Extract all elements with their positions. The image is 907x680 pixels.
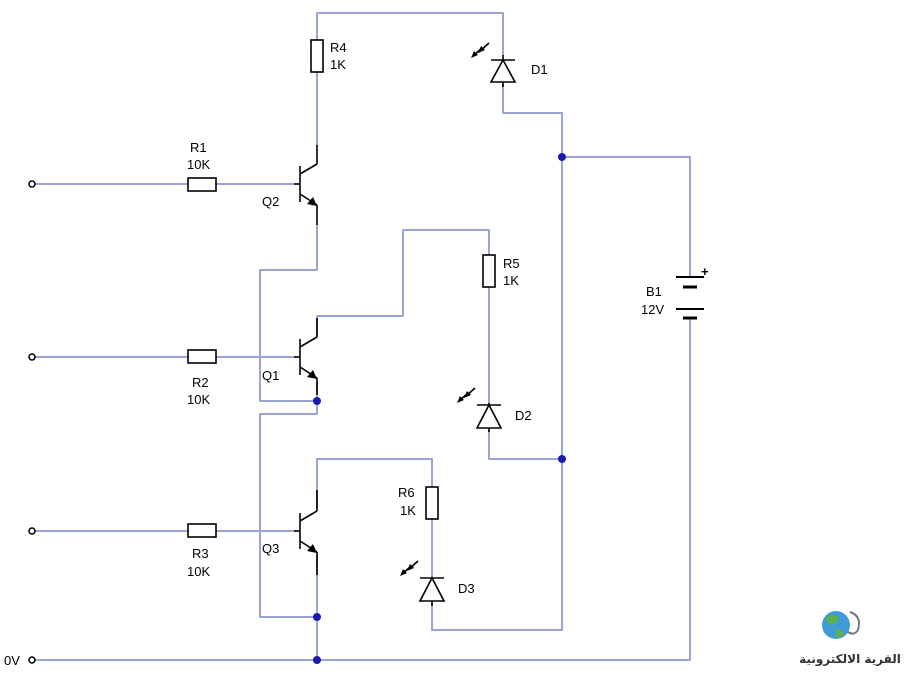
resistor-r3: R3 10K	[187, 523, 217, 579]
r3-value: 10K	[187, 564, 210, 579]
d2-ref: D2	[515, 408, 532, 423]
ground-terminal	[28, 656, 36, 664]
wire-q1-r5	[316, 229, 490, 336]
input-terminal-3	[28, 527, 36, 535]
wires	[33, 12, 691, 661]
wire-q1-down	[259, 400, 318, 618]
resistor-r1: R1 10K	[187, 140, 217, 192]
wire-q2-emitter	[259, 224, 318, 402]
terminals	[28, 180, 36, 664]
q2-ref: Q2	[262, 194, 279, 209]
junction-dot	[313, 397, 321, 405]
resistor-r2: R2 10K	[187, 349, 217, 407]
r2-value: 10K	[187, 392, 210, 407]
input-terminal-1	[28, 180, 36, 188]
transistor-q2: Q2	[262, 145, 318, 225]
wire-battery-pos	[561, 156, 691, 278]
input-terminal-2	[28, 353, 36, 361]
battery-b1: + B1 12V	[641, 264, 709, 320]
led-d3: D3	[400, 560, 475, 606]
q3-ref: Q3	[262, 541, 279, 556]
led-d2: D2	[457, 387, 532, 432]
wire-right-rail	[431, 84, 563, 631]
r1-value: 10K	[187, 157, 210, 172]
junction-dot	[558, 153, 566, 161]
r5-value: 1K	[503, 273, 519, 288]
b1-ref: B1	[646, 284, 662, 299]
r1-ref: R1	[190, 140, 207, 155]
r3-ref: R3	[192, 546, 209, 561]
battery-plus: +	[701, 264, 709, 279]
r6-value: 1K	[400, 503, 416, 518]
transistor-q1: Q1	[262, 318, 318, 395]
r6-ref: R6	[398, 485, 415, 500]
q1-ref: Q1	[262, 368, 279, 383]
resistor-r4: R4 1K	[310, 39, 347, 73]
logo-text: القرية الالكترونية	[799, 652, 901, 667]
junctions	[313, 153, 566, 664]
wire-top	[316, 12, 504, 56]
junction-dot	[558, 455, 566, 463]
transistor-q3: Q3	[262, 490, 318, 575]
ground-label: 0V	[4, 653, 20, 668]
junction-dot	[313, 656, 321, 664]
site-logo: القرية الالكترونية	[799, 611, 901, 667]
resistor-r6: R6 1K	[398, 485, 439, 520]
led-d1: D1	[471, 42, 548, 87]
r2-ref: R2	[192, 375, 209, 390]
r4-value: 1K	[330, 57, 346, 72]
b1-value: 12V	[641, 302, 664, 317]
junction-dot	[313, 613, 321, 621]
d1-ref: D1	[531, 62, 548, 77]
d3-ref: D3	[458, 581, 475, 596]
wire-d2-rail	[488, 429, 563, 460]
resistor-r5: R5 1K	[482, 254, 520, 288]
r5-ref: R5	[503, 256, 520, 271]
wire-q3-r6	[316, 458, 433, 509]
r4-ref: R4	[330, 40, 347, 55]
